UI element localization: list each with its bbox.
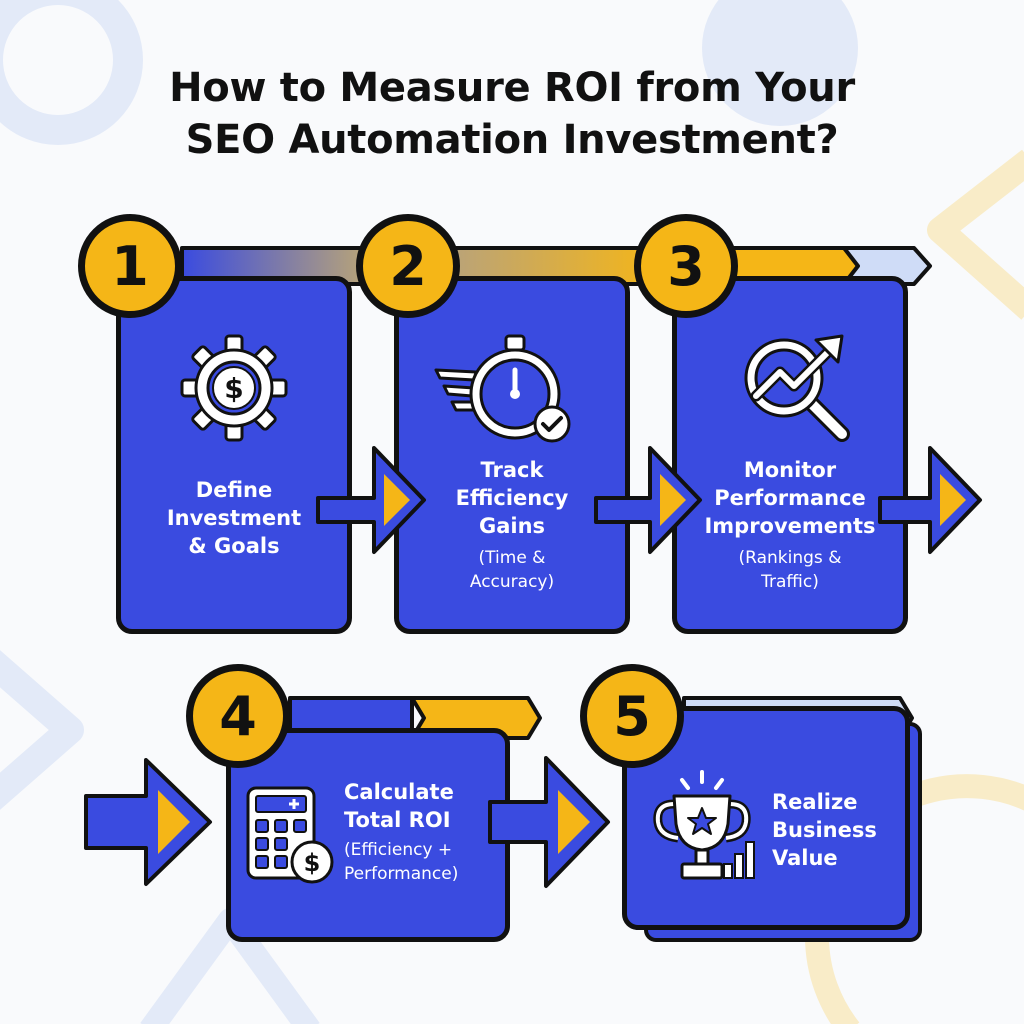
- step-3-card: [672, 276, 908, 634]
- bg-chevron-left: [0, 650, 84, 810]
- step-2-heading-line: Efficiency: [455, 486, 569, 510]
- step-4-card: [226, 728, 510, 942]
- step-3-detail-line: (Rankings &: [738, 548, 842, 568]
- step-3-heading-line: Improvements: [704, 514, 876, 538]
- step-5-label: Realize Business Value: [772, 788, 902, 872]
- arrow-step-3-out: [878, 446, 982, 554]
- step-1-label: Define Investment & Goals: [134, 476, 334, 560]
- title-line-2: SEO Automation Investment?: [185, 117, 839, 163]
- step-5-badge: 5: [580, 664, 684, 768]
- step-2-detail: (Time & Accuracy): [406, 546, 618, 594]
- step-2-label: Track Efficiency Gains (Time & Accuracy): [406, 456, 618, 594]
- step-3-badge: 3: [634, 214, 738, 318]
- step-5-heading-line: Business: [772, 818, 877, 842]
- arrow-into-step-4: [84, 758, 212, 886]
- step-5-heading: Realize Business Value: [772, 788, 902, 872]
- step-3-heading: Monitor Performance Improvements: [680, 456, 900, 540]
- step-2-heading-line: Gains: [478, 514, 546, 538]
- step-2-badge: 2: [356, 214, 460, 318]
- step-1-heading: Define Investment & Goals: [134, 476, 334, 560]
- step-4-detail-line: (Efficiency +: [344, 840, 453, 860]
- step-4-label: Calculate Total ROI (Efficiency + Perfor…: [344, 778, 504, 886]
- step-4-heading-line: Calculate: [344, 780, 454, 804]
- step-3-label: Monitor Performance Improvements (Rankin…: [680, 456, 900, 594]
- bg-chevron-right: [927, 149, 1024, 320]
- step-2-heading: Track Efficiency Gains: [406, 456, 618, 540]
- arrow-step-2-to-3: [594, 446, 702, 554]
- step-1-heading-line: Define: [195, 478, 273, 502]
- step-5-heading-line: Realize: [772, 790, 858, 814]
- arrow-step-1-to-2: [316, 446, 426, 554]
- step-2-detail-line: (Time &: [478, 548, 546, 568]
- step-4-heading-line: Total ROI: [344, 808, 451, 832]
- step-3-heading-line: Monitor: [743, 458, 837, 482]
- step-1-badge: 1: [78, 214, 182, 318]
- step-3-detail: (Rankings & Traffic): [680, 546, 900, 594]
- step-4-detail-line: Performance): [344, 864, 459, 884]
- step-3-heading-line: Performance: [714, 486, 866, 510]
- svg-text:$: $: [224, 372, 243, 405]
- bg-circle-top-right: [702, 0, 858, 126]
- title-line-1: How to Measure ROI from Your: [169, 65, 855, 111]
- step-1-heading-line: Investment: [166, 506, 302, 530]
- step-4-badge: 4: [186, 664, 290, 768]
- step-4-detail: (Efficiency + Performance): [344, 838, 504, 886]
- step-3-detail-line: Traffic): [761, 572, 819, 592]
- stopwatch-check-icon: [434, 334, 571, 443]
- ribbon-end-arrow: [842, 246, 932, 286]
- magnifier-trend-icon: [744, 334, 850, 442]
- step-4-heading: Calculate Total ROI: [344, 778, 504, 834]
- trophy-chart-icon: [653, 770, 755, 880]
- step-2-detail-line: Accuracy): [469, 572, 555, 592]
- step-5-heading-line: Value: [772, 846, 838, 870]
- gear-dollar-icon: $: [180, 334, 288, 442]
- step-1-heading-line: & Goals: [188, 534, 280, 558]
- page-title: How to Measure ROI from Your SEO Automat…: [0, 62, 1024, 166]
- bg-circle-top-left: [0, 0, 143, 145]
- step-2-heading-line: Track: [480, 458, 544, 482]
- arrow-step-4-to-5: [488, 756, 610, 888]
- calculator-dollar-icon: $: [246, 786, 334, 884]
- svg-text:$: $: [304, 849, 321, 877]
